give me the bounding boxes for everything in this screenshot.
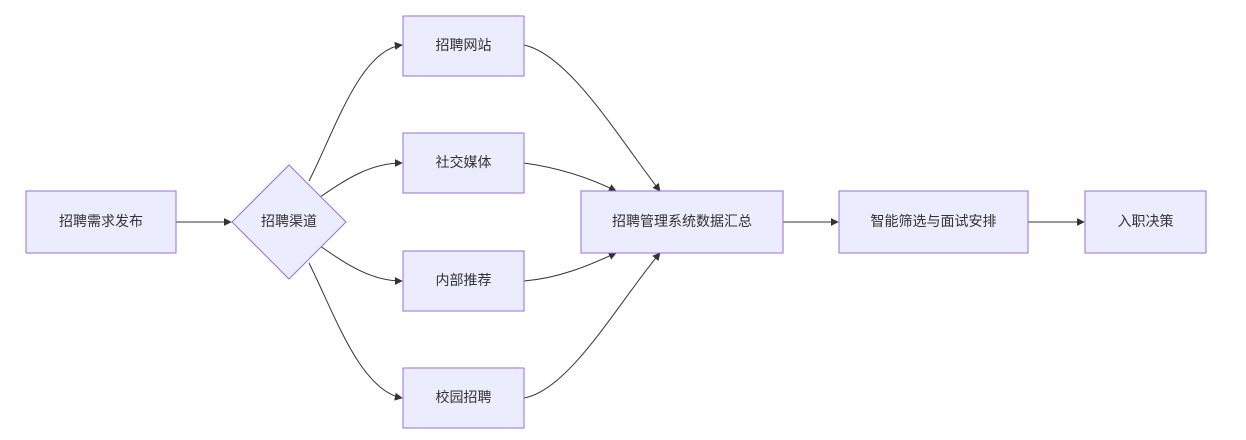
edge-channels-to-website — [308, 41, 403, 182]
edge-channels-to-social — [319, 159, 403, 198]
node-decision-label: 入职决策 — [1118, 213, 1174, 230]
node-decision: 入职决策 — [1084, 190, 1207, 254]
node-social: 社交媒体 — [402, 132, 525, 194]
node-referral-label: 内部推荐 — [436, 273, 492, 289]
node-campus: 校园招聘 — [402, 367, 525, 429]
node-channels: 招聘渠道 — [231, 164, 347, 280]
node-campus-label: 校园招聘 — [436, 389, 492, 406]
edge-website-to-system — [523, 44, 661, 192]
edge-channels-to-campus — [308, 262, 403, 401]
node-system: 招聘管理系统数据汇总 — [580, 190, 784, 254]
node-publish: 招聘需求发布 — [25, 190, 177, 254]
edge-channels-to-referral — [319, 245, 403, 285]
node-referral: 内部推荐 — [402, 250, 525, 312]
node-social-label: 社交媒体 — [436, 154, 492, 171]
node-screening-label: 智能筛选与面试安排 — [871, 214, 997, 230]
node-channels-label: 招聘渠道 — [261, 214, 317, 230]
edge-campus-to-system — [523, 252, 661, 399]
node-screening: 智能筛选与面试安排 — [838, 190, 1029, 254]
edge-referral-to-system — [523, 252, 617, 282]
edges — [176, 41, 1085, 401]
node-publish-label: 招聘需求发布 — [59, 214, 143, 230]
node-website: 招聘网站 — [402, 15, 525, 77]
node-website-label: 招聘网站 — [436, 38, 492, 54]
node-system-label: 招聘管理系统数据汇总 — [612, 214, 752, 230]
edge-social-to-system — [523, 162, 617, 192]
